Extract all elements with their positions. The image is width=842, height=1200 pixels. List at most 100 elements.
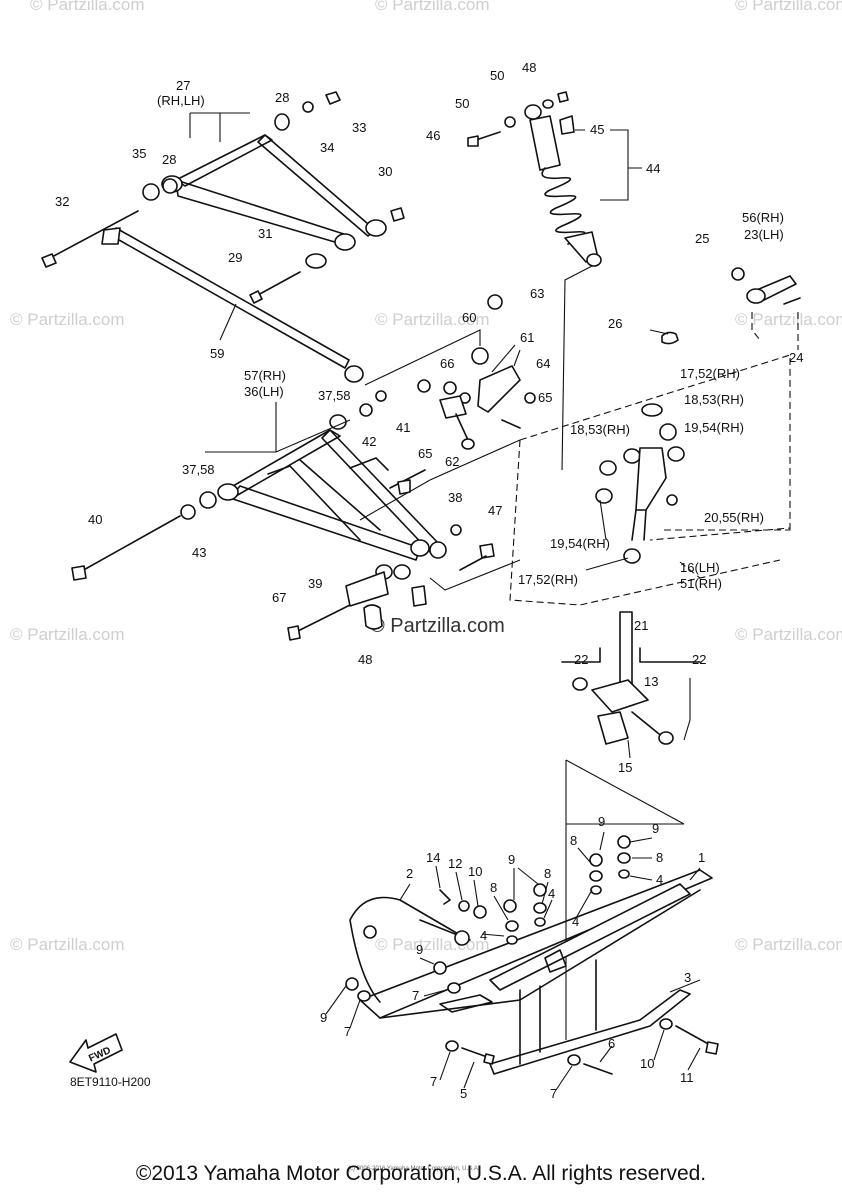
lower-a-arm — [71, 390, 495, 641]
callout-24: 24 — [789, 350, 803, 365]
callout-65: 65 — [538, 390, 552, 405]
ski-callouts: 9 9 8 8 4 1 14 12 10 9 8 8 4 4 2 4 9 7 3… — [320, 814, 705, 1101]
callout-28: 28 — [162, 152, 176, 167]
callout-59: 59 — [210, 346, 224, 361]
callout-30: 30 — [378, 164, 392, 179]
watermarks: © Partzilla.com © Partzilla.com © Partzi… — [10, 0, 842, 954]
callout-41: 41 — [396, 420, 410, 435]
callout-19-54: 19,54(RH) — [550, 536, 610, 551]
callout-39: 39 — [308, 576, 322, 591]
callout-56: 56(RH) — [742, 210, 784, 225]
callout-47: 47 — [488, 503, 502, 518]
small-copyright: (c) 2006-2016 Yamaha Motor Corporation, … — [348, 1166, 480, 1172]
callout-8: 8 — [656, 850, 663, 865]
callout-48: 48 — [522, 60, 536, 75]
callout-48: 48 — [358, 652, 372, 667]
callout-40: 40 — [88, 512, 102, 527]
callout-12: 12 — [448, 856, 462, 871]
callout-22: 22 — [692, 652, 706, 667]
callout-4: 4 — [656, 872, 663, 887]
callout-7: 7 — [412, 988, 419, 1003]
callout-20-55: 20,55(RH) — [704, 510, 764, 525]
callout-46: 46 — [426, 128, 440, 143]
callout-44: 44 — [646, 161, 660, 176]
callout-29: 29 — [228, 250, 242, 265]
callout-64: 64 — [536, 356, 550, 371]
callout-15: 15 — [618, 760, 632, 775]
callout-8: 8 — [490, 880, 497, 895]
callout-45: 45 — [590, 122, 604, 137]
callout-4: 4 — [548, 886, 555, 901]
callout-25: 25 — [695, 231, 709, 246]
watermark: © Partzilla.com — [10, 310, 125, 329]
callout-18-53: 18,53(RH) — [684, 392, 744, 407]
callout-26: 26 — [608, 316, 622, 331]
callout-36: 36(LH) — [244, 384, 284, 399]
ski — [345, 835, 719, 1075]
callout-9: 9 — [320, 1010, 327, 1025]
callout-27-side: (RH,LH) — [157, 93, 205, 108]
watermark: © Partzilla.com — [30, 0, 145, 14]
callout-50: 50 — [490, 68, 504, 83]
callout-14: 14 — [426, 850, 440, 865]
watermark: © Partzilla.com — [735, 935, 842, 954]
lower-arm-callouts: 57(RH) 36(LH) 37,58 42 41 62 65 37,58 38… — [88, 368, 521, 667]
callout-66: 66 — [440, 356, 454, 371]
callout-4: 4 — [480, 928, 487, 943]
callout-7: 7 — [430, 1074, 437, 1089]
callout-34: 34 — [320, 140, 334, 155]
watermark: © Partzilla.com — [735, 310, 842, 329]
callout-21: 21 — [634, 618, 648, 633]
callout-7: 7 — [550, 1086, 557, 1101]
watermark: © Partzilla.com — [735, 625, 842, 644]
callout-35: 35 — [132, 146, 146, 161]
shock-absorber: 48 50 50 46 45 44 — [426, 60, 660, 471]
callout-42: 42 — [362, 434, 376, 449]
callout-50: 50 — [455, 96, 469, 111]
callout-8: 8 — [570, 833, 577, 848]
callout-10: 10 — [640, 1056, 654, 1071]
watermark: © Partzilla.com — [10, 935, 125, 954]
callout-27: 27 — [176, 78, 190, 93]
callout-10: 10 — [468, 864, 482, 879]
callout-9: 9 — [598, 814, 605, 829]
watermark: © Partzilla.com — [735, 0, 842, 14]
watermark: © Partzilla.com — [375, 310, 490, 329]
callout-37-58: 37,58 — [318, 388, 351, 403]
callout-5: 5 — [460, 1086, 467, 1101]
callout-1: 1 — [698, 850, 705, 865]
watermark: © Partzilla.com — [375, 935, 490, 954]
callout-9: 9 — [416, 942, 423, 957]
callout-11: 11 — [680, 1070, 694, 1085]
callout-18-53: 18,53(RH) — [570, 422, 630, 437]
callout-31: 31 — [258, 226, 272, 241]
watermark: © Partzilla.com — [375, 0, 490, 14]
callout-9: 9 — [652, 821, 659, 836]
steering-arm: 25 56(RH) 23(LH) 24 — [695, 210, 803, 365]
watermark: © Partzilla.com — [10, 625, 125, 644]
copyright-footer: ©2013 Yamaha Motor Corporation, U.S.A. A… — [135, 1162, 707, 1185]
diagram-code: 8ET9110-H200 — [70, 1075, 151, 1089]
callout-19-54: 19,54(RH) — [684, 420, 744, 435]
upper-a-arm — [41, 91, 405, 304]
callout-13: 13 — [644, 674, 658, 689]
callout-28: 28 — [275, 90, 289, 105]
callout-61: 61 — [520, 330, 534, 345]
callout-60: 60 — [462, 310, 476, 325]
callout-7: 7 — [344, 1024, 351, 1039]
watermark-center: © Partzilla.com — [370, 615, 505, 637]
callout-3: 3 — [684, 970, 691, 985]
callout-17-52: 17,52(RH) — [680, 366, 740, 381]
callout-16: 16(LH) — [680, 560, 720, 575]
callout-6: 6 — [608, 1036, 615, 1051]
shaft: 59 — [101, 227, 364, 383]
callout-37-58: 37,58 — [182, 462, 215, 477]
callout-65: 65 — [418, 446, 432, 461]
ski-spindle: 21 22 22 13 15 — [561, 611, 706, 1040]
callout-32: 32 — [55, 194, 69, 209]
callout-23: 23(LH) — [744, 227, 784, 242]
callout-67: 67 — [272, 590, 286, 605]
callout-2: 2 — [406, 866, 413, 881]
callout-62: 62 — [445, 454, 459, 469]
